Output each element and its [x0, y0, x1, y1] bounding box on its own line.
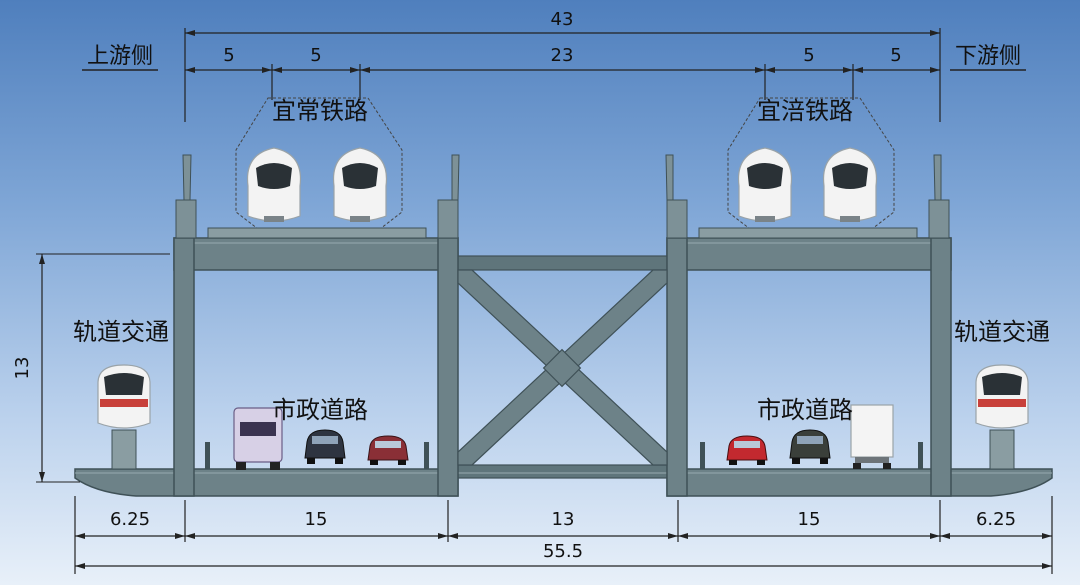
train-front [737, 147, 793, 222]
sedan [367, 435, 409, 465]
deck-post [182, 154, 192, 201]
arrow-head [853, 67, 863, 73]
left-transit-label: 轨道交通 [73, 318, 169, 346]
arrow-head [185, 30, 195, 36]
left-road-vehicles [233, 407, 409, 470]
deck-post [451, 154, 460, 201]
column-inner-left [437, 237, 459, 497]
deck-post [665, 154, 674, 201]
upstream-side-label: 上游侧 [87, 44, 153, 69]
top-dimension-arrows [185, 30, 940, 73]
train-front [822, 147, 878, 222]
column-outer-right [930, 237, 952, 497]
height-dimension-line [36, 253, 170, 483]
deck-pier-cap [437, 199, 459, 239]
right-lower-deck [666, 468, 1053, 497]
central-top-chord [457, 255, 668, 271]
dim-right-cantilever: 6.25 [976, 509, 1016, 530]
left-track-bed [207, 227, 427, 239]
column-inner-right [666, 237, 688, 497]
arrow-head [350, 67, 360, 73]
dim-right-track-a: 5 [803, 45, 814, 66]
dim-overall-width: 43 [551, 9, 574, 30]
brace-node-plate [542, 348, 582, 388]
deck-post [933, 154, 942, 201]
left-road-label: 市政道路 [272, 396, 368, 424]
upper-trains [246, 147, 878, 222]
right-road-label: 市政道路 [757, 396, 853, 424]
road-barrier [205, 442, 210, 469]
arrow-head [930, 30, 940, 36]
downstream-side-label: 下游侧 [955, 44, 1021, 69]
train-front [332, 147, 388, 222]
arrow-head [765, 67, 775, 73]
deck-pier-cap [928, 199, 950, 239]
suv [304, 429, 346, 464]
arrow-head [272, 67, 282, 73]
right-transit-label: 轨道交通 [954, 318, 1050, 346]
right-track-bed [698, 227, 918, 239]
left-transit-vehicle [97, 364, 151, 429]
column-outer-left [173, 237, 195, 497]
central-bottom-chord [457, 464, 668, 479]
dim-middle-span: 23 [551, 45, 574, 66]
dim-left-track-b: 5 [310, 45, 321, 66]
arrow-head [185, 67, 195, 73]
bottom-dimension-arrows [75, 533, 1052, 569]
dim-total-width: 55.5 [543, 541, 583, 562]
road-barrier [700, 442, 705, 469]
dim-left-track-a: 5 [223, 45, 234, 66]
dim-right-track-b: 5 [890, 45, 901, 66]
road-barrier [424, 442, 429, 469]
arrow-head [930, 67, 940, 73]
road-barrier [918, 442, 923, 469]
dim-center: 13 [552, 509, 575, 530]
right-road-vehicles [726, 404, 894, 469]
dim-left-cantilever: 6.25 [110, 509, 150, 530]
arrow-head [360, 67, 370, 73]
left-rail-label: 宜常铁路 [272, 97, 368, 125]
truck [233, 407, 283, 470]
bottom-dimension-lines [74, 496, 1053, 574]
deck-pier-cap [175, 199, 197, 239]
left-lower-deck [74, 468, 459, 497]
bridge-structure [74, 154, 1053, 497]
right-transit-pedestal [989, 429, 1015, 470]
train-front [246, 147, 302, 222]
box-truck [850, 404, 894, 469]
dim-left-road: 15 [305, 509, 328, 530]
sedan [726, 435, 768, 465]
right-rail-label: 宜涪铁路 [757, 97, 853, 125]
arrow-head [843, 67, 853, 73]
left-transit-pedestal [111, 429, 137, 470]
suv [789, 429, 831, 464]
dim-height: 13 [12, 357, 33, 380]
deck-pier-cap [666, 199, 688, 239]
right-transit-vehicle [975, 364, 1029, 429]
arrow-head [755, 67, 765, 73]
dim-right-road: 15 [798, 509, 821, 530]
arrow-head [262, 67, 272, 73]
